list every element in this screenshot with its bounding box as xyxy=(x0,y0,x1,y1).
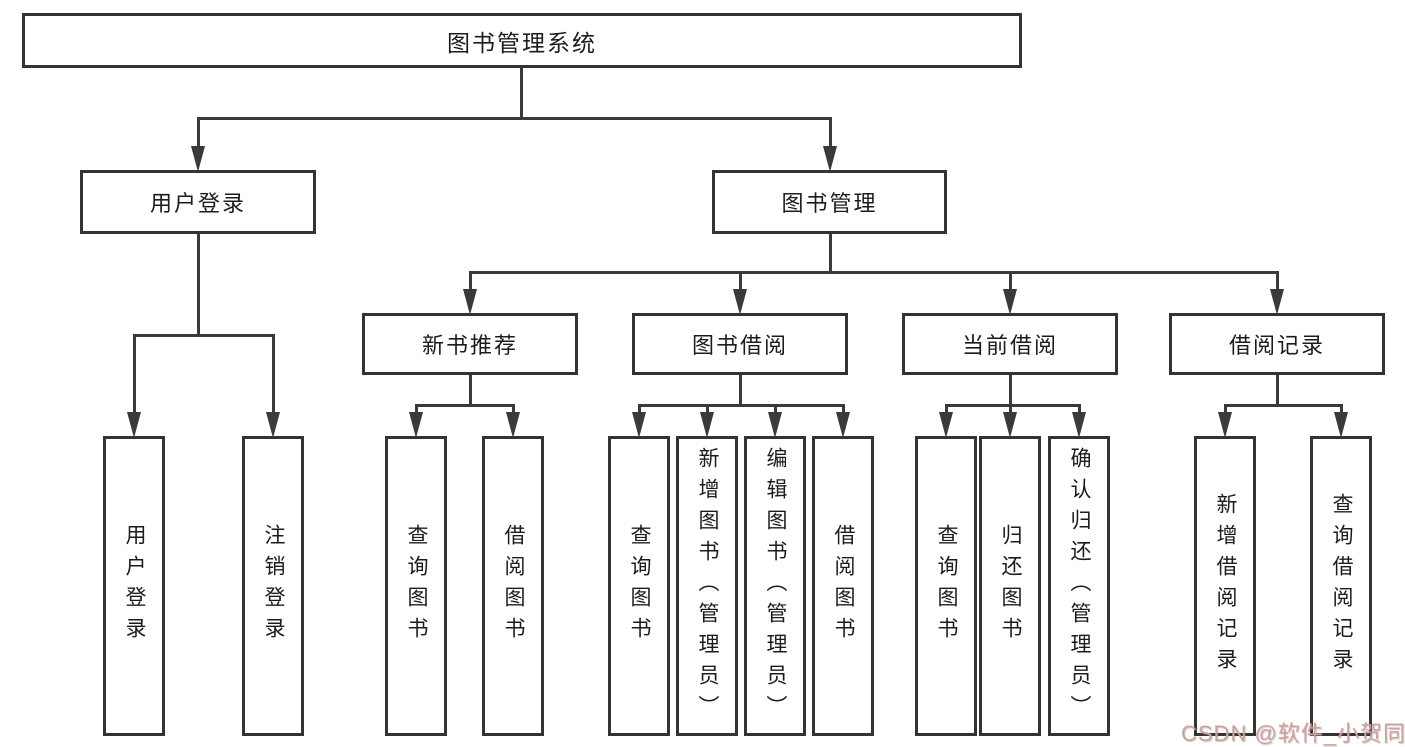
arrow-down-icon xyxy=(836,412,850,438)
arrow-down-icon xyxy=(823,146,837,172)
connector-stem xyxy=(829,234,832,274)
node-user-login-module: 用户登录 xyxy=(80,170,316,234)
connector-drop xyxy=(774,404,777,414)
arrow-down-icon xyxy=(191,146,205,172)
connector-drop xyxy=(829,117,832,148)
node-return-book: 归还图书 xyxy=(979,436,1041,736)
arrow-down-icon xyxy=(939,412,953,438)
connector-drop xyxy=(1224,404,1227,414)
arrow-down-icon xyxy=(1072,412,1086,438)
node-system-root: 图书管理系统 xyxy=(22,13,1022,68)
connector-rail xyxy=(133,334,275,337)
connector-drop xyxy=(638,404,641,414)
node-query-borrow-record: 查询借阅记录 xyxy=(1310,436,1372,736)
arrow-down-icon xyxy=(506,412,520,438)
arrow-down-icon xyxy=(1270,289,1284,315)
node-confirm-return-admin: 确认归还（管理员） xyxy=(1048,436,1110,736)
connector-rail xyxy=(1224,404,1343,407)
node-edit-book-admin: 编辑图书（管理员） xyxy=(744,436,806,736)
arrow-down-icon xyxy=(463,289,477,315)
arrow-down-icon xyxy=(266,412,280,438)
node-book-management-module: 图书管理 xyxy=(712,170,947,234)
arrow-down-icon xyxy=(632,412,646,438)
arrow-down-icon xyxy=(768,412,782,438)
connector-drop xyxy=(197,117,200,148)
connector-stem xyxy=(197,234,200,336)
node-book-borrowing: 图书借阅 xyxy=(632,313,848,375)
connector-rail xyxy=(415,404,515,407)
arrow-down-icon xyxy=(127,412,141,438)
connector-rail xyxy=(638,404,845,407)
arrow-down-icon xyxy=(1218,412,1232,438)
arrow-down-icon xyxy=(733,289,747,315)
connector-stem xyxy=(469,375,472,407)
connector-stem xyxy=(520,68,523,120)
connector-drop xyxy=(1009,271,1012,291)
arrow-down-icon xyxy=(1003,412,1017,438)
node-borrow-books-1: 借阅图书 xyxy=(482,436,544,736)
node-user-login: 用户登录 xyxy=(103,436,165,736)
connector-drop xyxy=(272,334,275,414)
connector-drop xyxy=(512,404,515,414)
connector-drop xyxy=(469,271,472,291)
connector-stem xyxy=(1276,375,1279,407)
connector-rail xyxy=(197,117,831,120)
connector-drop xyxy=(1009,404,1012,414)
node-logout: 注销登录 xyxy=(242,436,304,736)
csdn-watermark: CSDN @软件_小贺同学 xyxy=(1181,721,1405,746)
node-add-book-admin: 新增图书（管理员） xyxy=(676,436,738,736)
connector-rail xyxy=(945,404,1081,407)
node-current-borrowing: 当前借阅 xyxy=(902,313,1118,375)
arrow-down-icon xyxy=(409,412,423,438)
connector-drop xyxy=(706,404,709,414)
connector-drop xyxy=(1276,271,1279,291)
node-query-books-1: 查询图书 xyxy=(385,436,447,736)
arrow-down-icon xyxy=(700,412,714,438)
connector-stem xyxy=(1009,375,1012,407)
connector-drop xyxy=(133,334,136,414)
node-new-book-recommend: 新书推荐 xyxy=(362,313,578,375)
connector-stem xyxy=(739,375,742,407)
node-borrow-books-2: 借阅图书 xyxy=(812,436,874,736)
connector-drop xyxy=(415,404,418,414)
arrow-down-icon xyxy=(1003,289,1017,315)
connector-drop xyxy=(739,271,742,291)
connector-drop xyxy=(945,404,948,414)
node-add-borrow-record: 新增借阅记录 xyxy=(1194,436,1256,736)
node-query-books-2: 查询图书 xyxy=(608,436,670,736)
connector-drop xyxy=(842,404,845,414)
connector-drop xyxy=(1340,404,1343,414)
connector-drop xyxy=(1078,404,1081,414)
node-query-books-3: 查询图书 xyxy=(915,436,977,736)
node-borrow-records: 借阅记录 xyxy=(1169,313,1385,375)
arrow-down-icon xyxy=(1334,412,1348,438)
connector-rail xyxy=(469,271,1279,274)
